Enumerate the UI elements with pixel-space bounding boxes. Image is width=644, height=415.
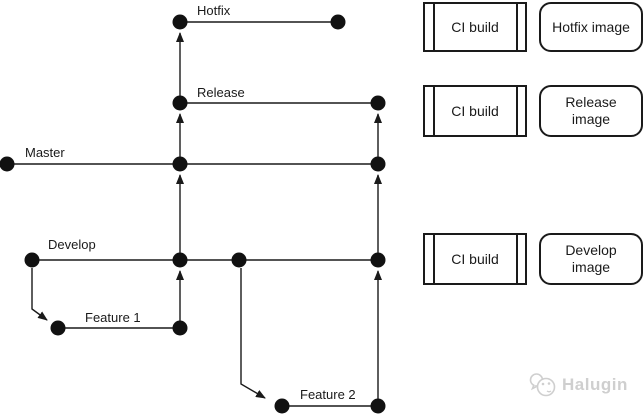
commit-node-feature1-start bbox=[50, 320, 66, 336]
predefined-process-left-line bbox=[433, 4, 435, 50]
develop-image-label-line2: image bbox=[571, 259, 611, 275]
commit-node-feature2-end bbox=[370, 398, 386, 414]
ci-build-box-develop: CI build bbox=[423, 233, 527, 285]
predefined-process-right-line bbox=[516, 235, 518, 283]
branch-label-feature1: Feature 1 bbox=[85, 310, 141, 325]
commit-node-master-mid bbox=[172, 156, 188, 172]
ci-build-label: CI build bbox=[451, 251, 499, 267]
develop-image-label-line1: Develop bbox=[565, 242, 617, 258]
commit-node-master-start bbox=[0, 156, 15, 172]
predefined-process-right-line bbox=[516, 4, 518, 50]
branch-label-hotfix: Hotfix bbox=[197, 3, 231, 18]
hotfix-image-label: Hotfix image bbox=[552, 18, 630, 35]
commit-node-feature1-end bbox=[172, 320, 188, 336]
branch-label-feature2: Feature 2 bbox=[300, 387, 356, 402]
halugin-logo-icon bbox=[529, 373, 556, 397]
develop-image-box: Develop image bbox=[539, 233, 643, 285]
predefined-process-left-line bbox=[433, 235, 435, 283]
predefined-process-left-line bbox=[433, 87, 435, 135]
ci-build-label: CI build bbox=[451, 103, 499, 119]
release-image-label-line1: Release bbox=[565, 94, 617, 110]
fork-develop-to-feature2 bbox=[240, 268, 266, 399]
commit-node-feature2-start bbox=[274, 398, 290, 414]
commit-node-master-end bbox=[370, 156, 386, 172]
commit-node-release-start bbox=[172, 95, 188, 111]
hotfix-image-box: Hotfix image bbox=[539, 2, 643, 52]
commit-node-develop-mid1 bbox=[172, 252, 188, 268]
release-image-box: Release image bbox=[539, 85, 643, 137]
commit-node-develop-end bbox=[370, 252, 386, 268]
commit-node-develop-start bbox=[24, 252, 40, 268]
branch-label-develop: Develop bbox=[48, 237, 96, 252]
ci-build-box-release: CI build bbox=[423, 85, 527, 137]
commit-node-hotfix-start bbox=[172, 14, 188, 30]
ci-build-label: CI build bbox=[451, 19, 499, 35]
commit-node-develop-mid2 bbox=[231, 252, 247, 268]
commit-node-hotfix-end bbox=[330, 14, 346, 30]
commit-node-release-end bbox=[370, 95, 386, 111]
watermark-text: Halugin bbox=[562, 375, 628, 394]
release-image-label-line2: image bbox=[571, 111, 611, 127]
predefined-process-right-line bbox=[516, 87, 518, 135]
watermark: Halugin bbox=[528, 371, 628, 399]
ci-build-box-hotfix: CI build bbox=[423, 2, 527, 52]
branch-label-master: Master bbox=[25, 145, 65, 160]
branch-label-release: Release bbox=[197, 85, 245, 100]
fork-develop-to-feature1 bbox=[31, 268, 48, 321]
